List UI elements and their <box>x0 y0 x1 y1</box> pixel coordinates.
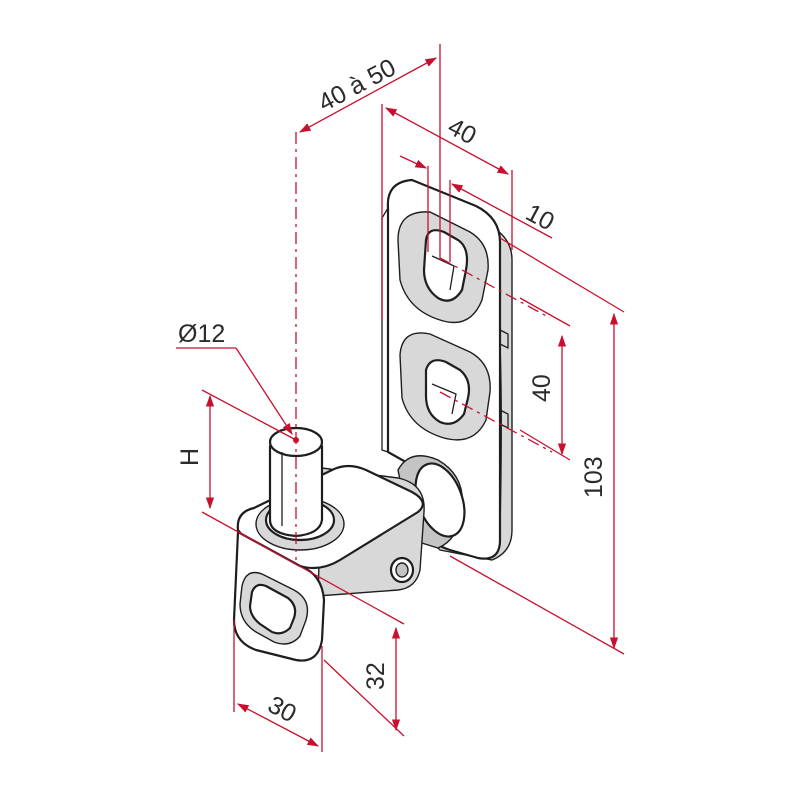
label-plate-height: 103 <box>580 456 608 498</box>
label-plate-width: 40 <box>443 113 481 151</box>
label-pin-diameter: Ø12 <box>178 320 225 348</box>
dim-plate-height: 103 <box>449 237 625 655</box>
label-slot-width: 10 <box>521 199 559 237</box>
dim-block-height: 32 <box>237 531 405 737</box>
label-slot-spacing: 40 <box>528 374 556 402</box>
center-lines <box>295 132 553 560</box>
label-span: 40 à 50 <box>314 53 401 117</box>
upper-slot <box>397 211 489 324</box>
connecting-boss <box>397 455 466 549</box>
label-block-width: 30 <box>263 691 301 729</box>
pivot-pin <box>255 426 345 551</box>
label-pin-height: H <box>176 448 204 466</box>
dim-pin-diameter: Ø12 <box>176 320 299 443</box>
label-block-height: 32 <box>362 662 390 690</box>
dim-slot-spacing: 40 <box>519 297 571 461</box>
dim-pin-height: H <box>176 389 297 545</box>
lower-slot <box>399 332 491 441</box>
